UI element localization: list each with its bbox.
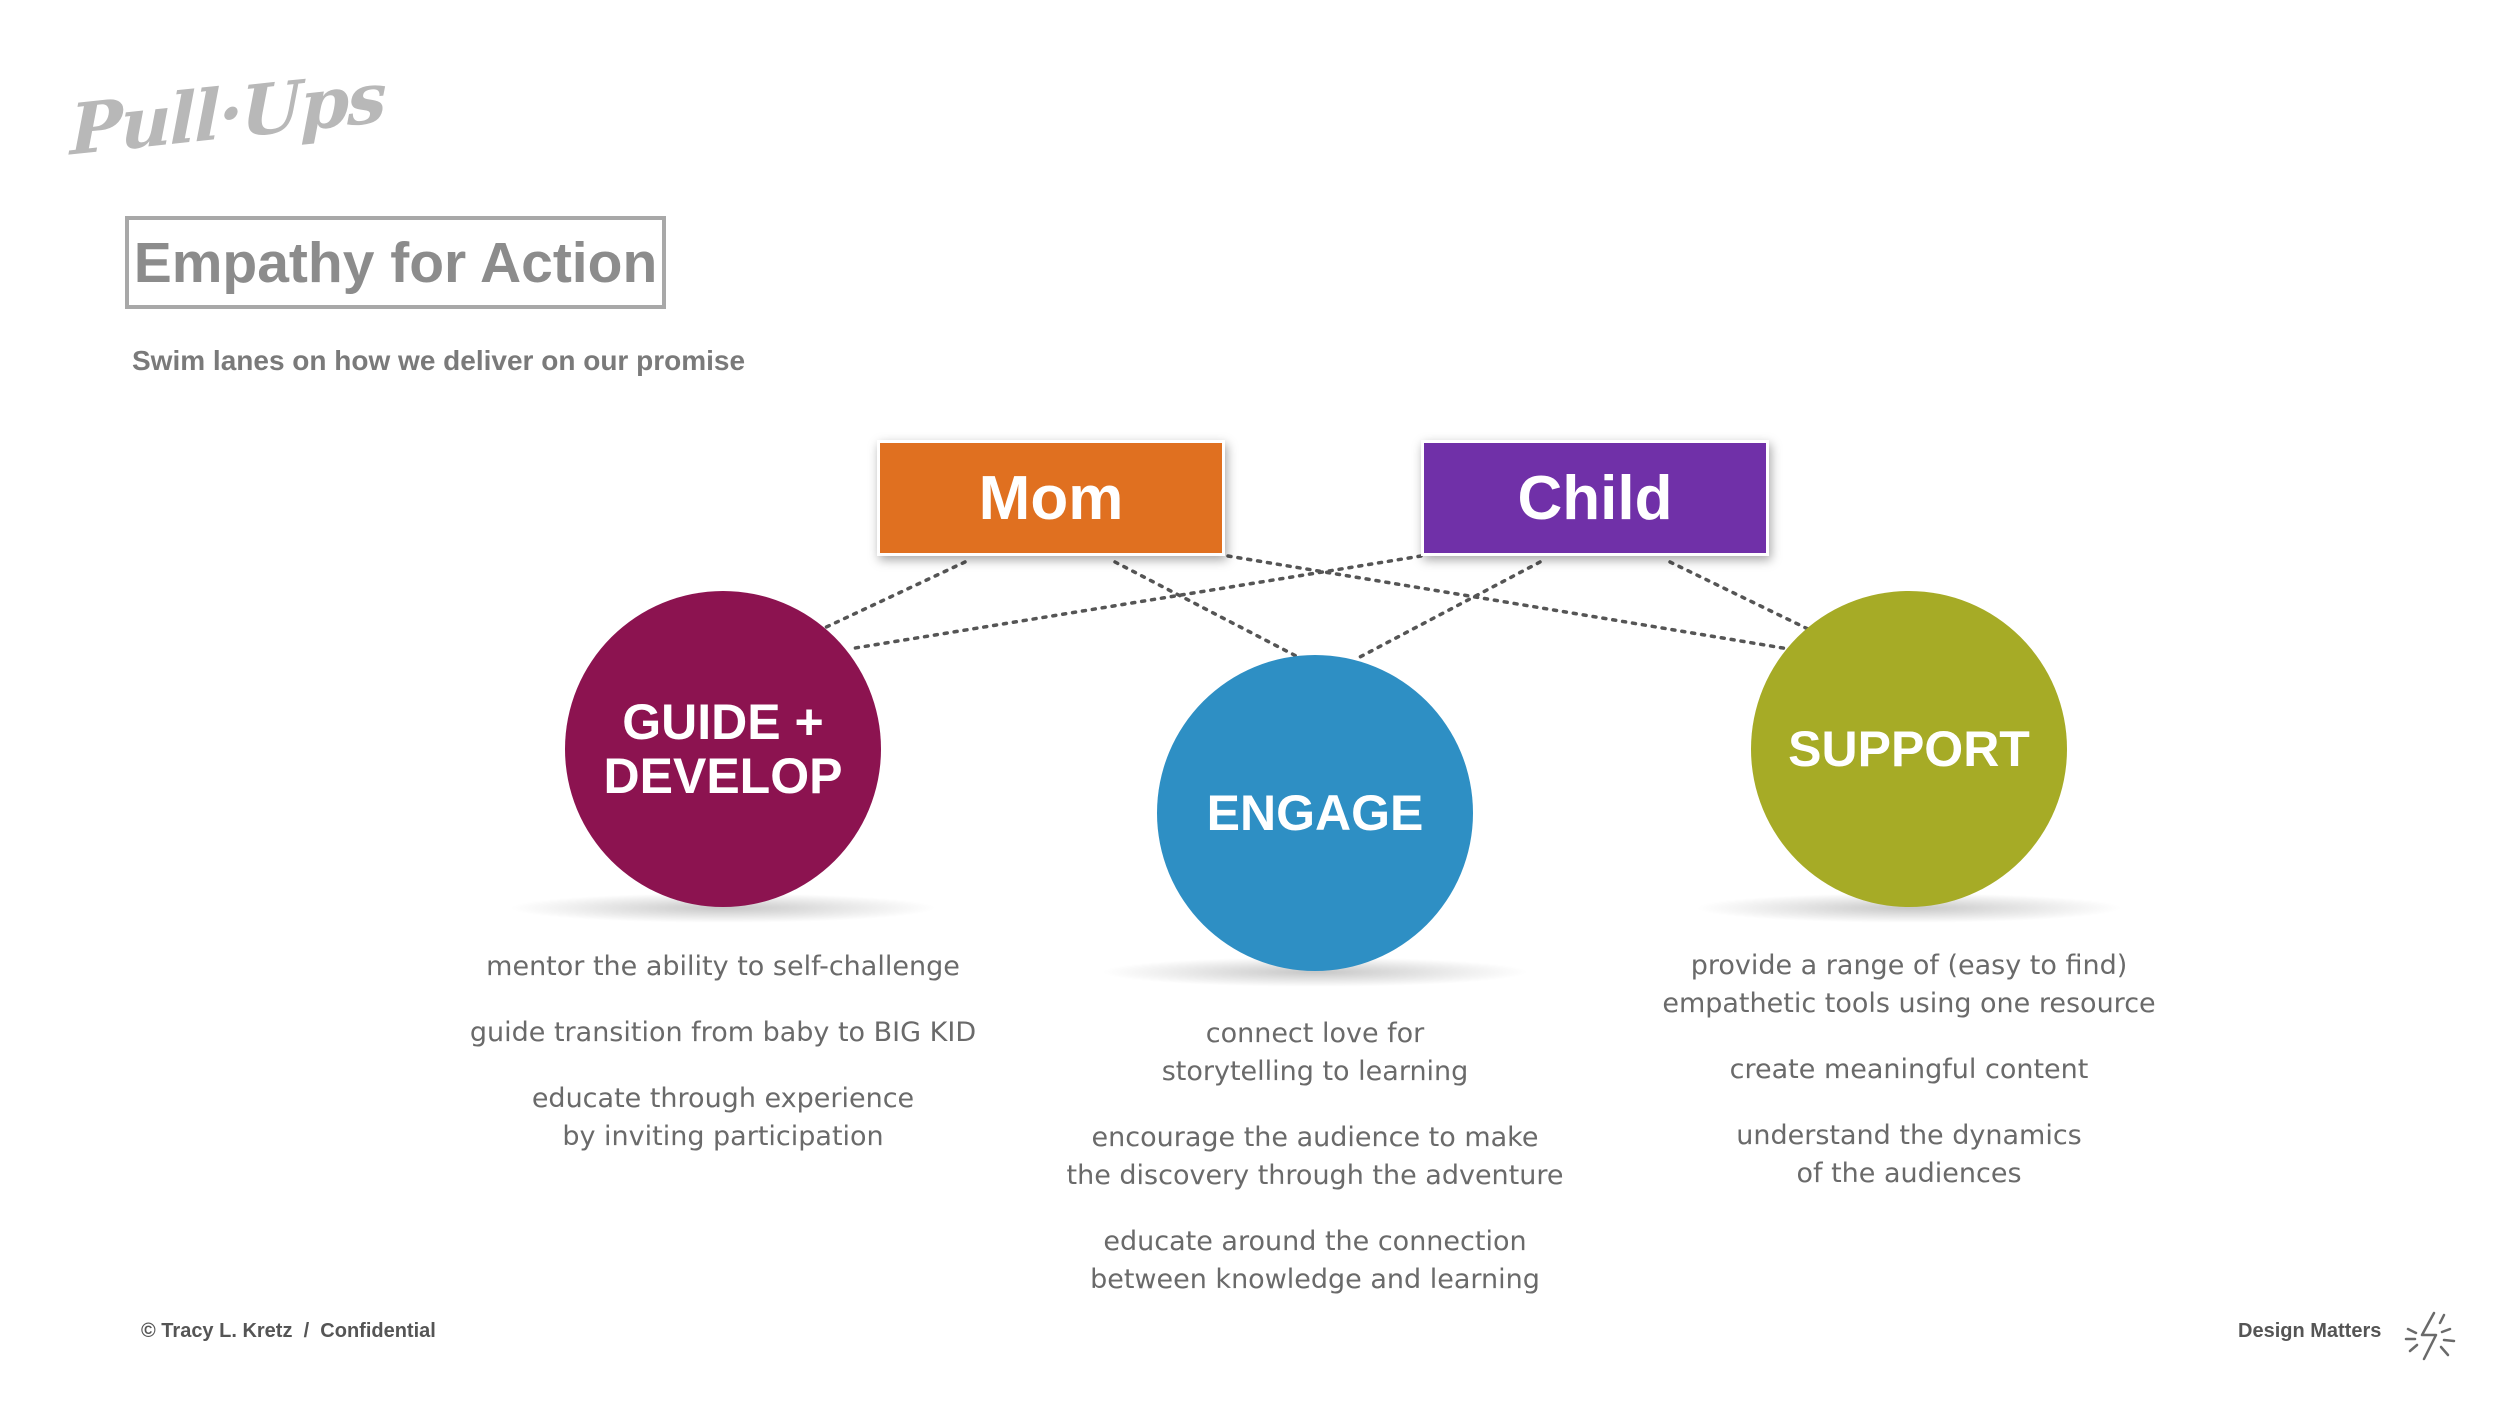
title-box: Empathy for Action [125,216,666,309]
connector-mom-guide [818,560,967,632]
audience-tag-child: Child [1421,440,1769,556]
audience-label: Child [1517,463,1673,533]
connector-child-guide [853,554,1423,650]
page-subtitle: Swim lanes on how we deliver on our prom… [132,345,746,376]
lane-circle-support: SUPPORT [1751,591,2067,907]
lane-list-guide-develop: mentor the ability to self-challenge gui… [403,948,1043,1184]
connector-mom-engage [1113,560,1302,660]
lane-circle-guide-develop: GUIDE +DEVELOP [565,591,881,907]
audience-label: Mom [978,463,1124,533]
lane-label: ENGAGE [1206,785,1424,841]
lane-item: provide a range of (easy to find)empathe… [1662,950,2156,1019]
footer-brand: Design Matters [2238,1320,2382,1342]
audience-tag-mom: Mom [877,440,1225,556]
footer-copyright: © Tracy L. Kretz / Confidential [141,1320,436,1342]
page-title: Empathy for Action [133,230,658,295]
lane-label: GUIDE +DEVELOP [603,694,843,804]
connector-child-support [1668,560,1812,632]
lane-circle-engage: ENGAGE [1157,655,1473,971]
lane-label: SUPPORT [1788,721,2030,777]
connector-child-engage [1356,560,1542,660]
lane-item: create meaningful content [1729,1054,2089,1085]
lane-item: mentor the ability to self-challenge [486,951,960,982]
lightning-burst-icon [2404,1311,2456,1361]
lane-item: guide transition from baby to BIG KID [469,1017,977,1048]
connector-mom-support [1226,554,1797,652]
lane-list-support: provide a range of (easy to find)empathe… [1589,947,2229,1221]
